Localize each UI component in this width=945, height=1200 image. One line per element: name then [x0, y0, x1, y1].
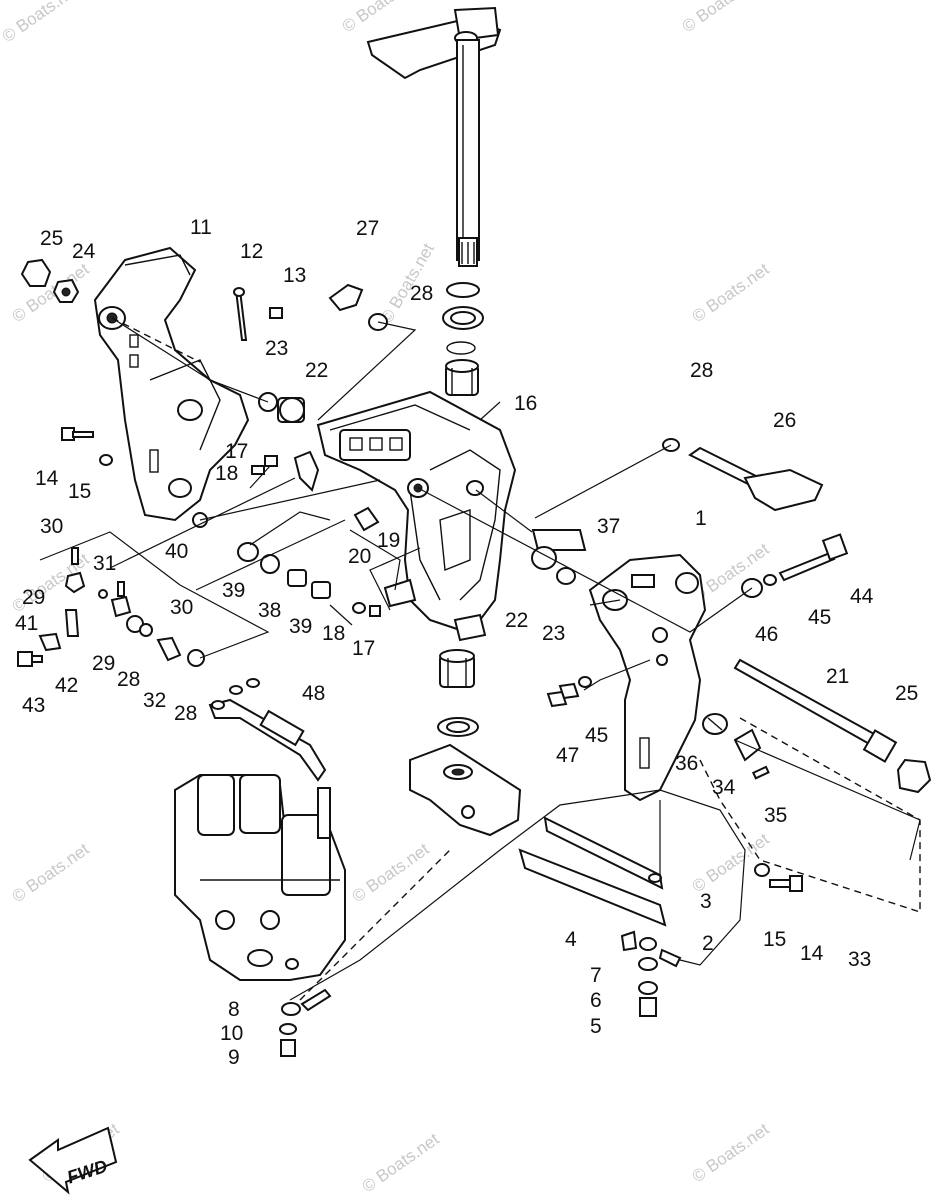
callout-16: 16: [514, 392, 537, 415]
callout-8: 8: [228, 998, 240, 1021]
callout-23: 23: [542, 622, 565, 645]
callout-37: 37: [597, 515, 620, 538]
steering-shaft-assembly: [366, 6, 502, 267]
callout-4: 4: [565, 928, 577, 951]
callout-45: 45: [808, 606, 831, 629]
watermark: © Boats.net: [9, 839, 93, 906]
callout-30: 30: [40, 515, 63, 538]
callout-5: 5: [590, 1015, 602, 1038]
callout-11: 11: [190, 216, 212, 239]
tilt-lever: [662, 438, 824, 512]
callout-23: 23: [265, 337, 288, 360]
callout-22: 22: [505, 609, 528, 632]
callout-6: 6: [590, 989, 602, 1012]
watermark: © Boats.net: [359, 1129, 443, 1196]
callout-25: 25: [895, 682, 918, 705]
callout-25: 25: [40, 227, 63, 250]
callout-34: 34: [712, 776, 736, 799]
lower-steering-yoke: [409, 649, 522, 837]
leader-lines: [39, 317, 921, 1001]
callout-17: 17: [225, 440, 248, 463]
callout-26: 26: [773, 409, 796, 432]
callout-43: 43: [22, 694, 45, 717]
callout-9: 9: [228, 1046, 240, 1069]
callout-2: 2: [702, 932, 714, 955]
callout-18: 18: [322, 622, 345, 645]
callout-46: 46: [755, 623, 778, 646]
callout-17: 17: [352, 637, 375, 660]
callout-41: 41: [15, 612, 38, 635]
callout-12: 12: [240, 240, 263, 263]
callout-1: 1: [695, 507, 707, 530]
callout-20: 20: [348, 545, 371, 568]
callout-29: 29: [92, 652, 115, 675]
bracket-pins-right: [531, 529, 728, 735]
callout-15: 15: [68, 480, 91, 503]
callout-15: 15: [763, 928, 786, 951]
callout-22: 22: [305, 359, 328, 382]
fwd-arrow: FWD: [28, 1126, 118, 1195]
callout-28: 28: [117, 668, 140, 691]
callout-30: 30: [170, 596, 193, 619]
callout-40: 40: [165, 540, 188, 563]
small-hardware: [17, 258, 803, 892]
callout-28: 28: [410, 282, 433, 305]
callout-48: 48: [302, 682, 325, 705]
callout-29: 29: [22, 586, 45, 609]
callout-14: 14: [35, 467, 59, 490]
callout-18: 18: [215, 462, 238, 485]
callout-13: 13: [283, 264, 306, 287]
callout-33: 33: [848, 948, 871, 971]
watermark: © Boats.net: [689, 259, 773, 326]
callout-24: 24: [72, 240, 96, 263]
clamp-bracket-right: [588, 553, 707, 802]
bracket-pins-left: [258, 392, 305, 423]
trim-tilt-unit: [174, 678, 346, 981]
callout-35: 35: [764, 804, 787, 827]
anode-assembly: [518, 816, 682, 1017]
callout-21: 21: [826, 665, 849, 688]
callout-14: 14: [800, 942, 824, 965]
callout-31: 31: [93, 552, 116, 575]
swivel-bracket: [316, 390, 517, 642]
watermark: © Boats.net: [339, 0, 423, 36]
watermark: © Boats.net: [0, 0, 83, 46]
callout-44: 44: [850, 585, 874, 608]
callout-42: 42: [55, 674, 78, 697]
watermark: © Boats.net: [689, 829, 773, 896]
watermark: © Boats.net: [689, 1119, 773, 1186]
tilt-rod: [733, 533, 932, 794]
ground-hardware: [279, 988, 332, 1057]
callout-19: 19: [377, 529, 400, 552]
callouts: 1 2 3 4 5 6 7 8 9 10 11 12 13 14 14 15 1…: [15, 216, 918, 1069]
callout-32: 32: [143, 689, 166, 712]
callout-39: 39: [289, 615, 312, 638]
watermark: © Boats.net: [9, 259, 93, 326]
callout-39: 39: [222, 579, 245, 602]
callout-36: 36: [675, 752, 698, 775]
watermark: © Boats.net: [349, 839, 433, 906]
callout-7: 7: [590, 964, 602, 987]
callout-28: 28: [174, 702, 197, 725]
callout-38: 38: [258, 599, 281, 622]
callout-27: 27: [356, 217, 379, 240]
callout-3: 3: [700, 890, 712, 913]
callout-45: 45: [585, 724, 608, 747]
watermark: © Boats.net: [679, 0, 763, 36]
callout-10: 10: [220, 1022, 243, 1045]
callout-28: 28: [690, 359, 713, 382]
callout-47: 47: [556, 744, 579, 767]
